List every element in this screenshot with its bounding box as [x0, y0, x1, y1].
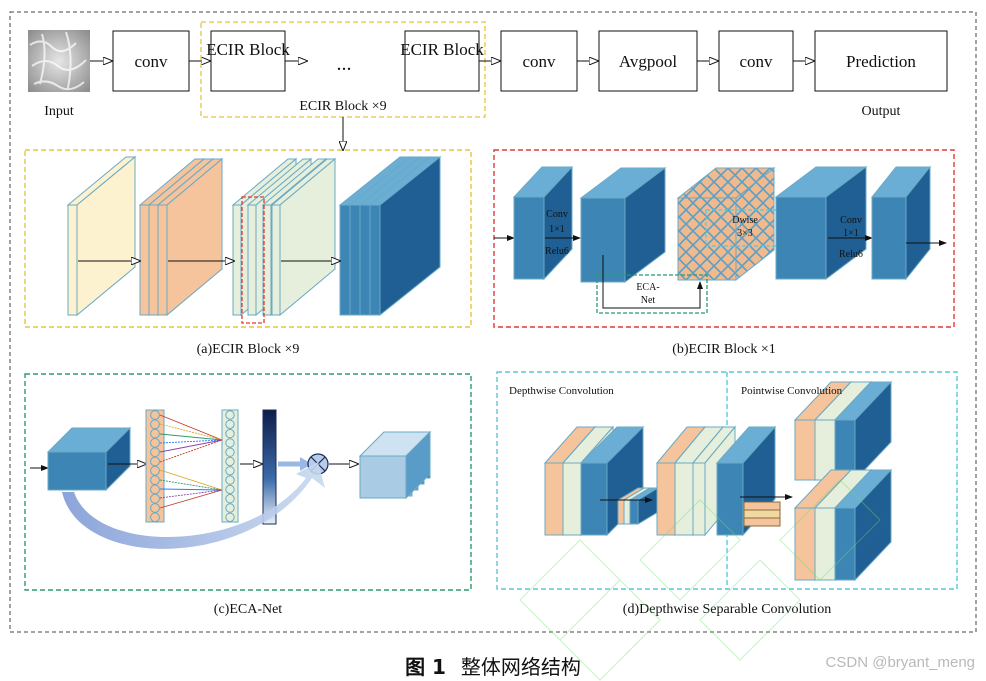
panel-c-diagram [30, 409, 432, 549]
input-label: Input [44, 104, 74, 119]
conv-block-2 [500, 30, 578, 92]
ecir-block-2-label: ECIR Block [400, 40, 484, 59]
figure-caption-number: 图 1 [405, 655, 446, 679]
avgpool-block-label: Avgpool [619, 52, 678, 71]
panel-b-dwise-output [774, 166, 868, 280]
ecir-block-1-label: ECIR Block [206, 40, 290, 59]
input-image [28, 30, 90, 92]
panel-c-connections [159, 414, 223, 509]
panel-b-conv1-label: Conv [546, 209, 568, 220]
panel-b-caption: (b)ECIR Block ×1 [672, 342, 776, 357]
panel-c-attention-bar [262, 409, 277, 525]
background-watermark-pattern [519, 479, 881, 681]
panel-b-expanded-tensor [579, 167, 667, 283]
conv-block-3-label: conv [739, 52, 773, 71]
panel-b-output-tensor [870, 165, 932, 281]
ecir-block-1 [210, 30, 286, 92]
conv-block-1 [112, 30, 190, 92]
panel-d-caption: (d)Depthwise Separable Convolution [623, 602, 831, 617]
panel-d-output-a-3 [833, 380, 893, 482]
panel-b-conv2-act: Relu6 [839, 249, 863, 260]
panel-a-salmon-layer-3 [156, 157, 224, 317]
prediction-block-label: Prediction [846, 52, 916, 71]
ecir-group-label: ECIR Block ×9 [299, 99, 386, 114]
panel-b-eca-label-1: ECA- [636, 282, 659, 293]
panel-d-right-title: Pointwise Convolution [741, 385, 843, 397]
output-label: Output [862, 104, 901, 119]
panel-b-eca-box [596, 274, 708, 314]
conv-block-1-label: conv [134, 52, 168, 71]
ellipsis: ... [337, 53, 352, 75]
panel-b-dwise-label: Dwise [732, 215, 758, 226]
panel-d-pointwise-kernels [743, 501, 781, 527]
panel-c-neuron-column-1 [145, 409, 165, 523]
panel-c-output-front [358, 430, 432, 500]
ecir-block-1-text: ECIR Block [206, 40, 290, 59]
prediction-block [814, 30, 948, 92]
panel-b-dwise-tensor [676, 166, 776, 282]
panel-a-blue-layer-4 [368, 155, 442, 317]
panel-a-highlight-box [241, 196, 265, 324]
panel-c-frame [24, 373, 472, 591]
panel-a-cream-layer [66, 155, 137, 317]
panel-c-input-tensor [46, 426, 132, 492]
panel-d-diagram [543, 380, 893, 582]
panel-b-conv1-act: Relu6 [545, 246, 569, 257]
panel-b-eca-path [602, 255, 703, 309]
figure-caption: 图 1 整体网络结构 [405, 655, 581, 679]
panel-b-conv2-kernel: 1×1 [843, 228, 859, 239]
ecir-block-2-text: ECIR Block [400, 40, 484, 59]
panel-a-caption: (a)ECIR Block ×9 [197, 342, 300, 357]
panel-a-green-layer-4 [270, 157, 337, 317]
outer-frame [9, 11, 977, 633]
figure-caption-text: 整体网络结构 [461, 655, 581, 679]
panel-a-diagram [66, 155, 442, 324]
panel-b-eca-label-2: Net [641, 295, 656, 306]
panel-d-input-layer-3 [579, 425, 645, 537]
panel-c-caption: (c)ECA-Net [214, 602, 283, 617]
watermark-text: CSDN @bryant_meng [826, 654, 975, 671]
panel-b-dwise-kernel: 3×3 [737, 228, 753, 239]
panel-b-conv1-kernel: 1×1 [549, 224, 565, 235]
ecir-block-2 [404, 30, 480, 92]
panel-d-output-b-3 [833, 468, 893, 582]
panel-d-left-title: Depthwise Convolution [509, 385, 614, 397]
conv-block-3 [718, 30, 794, 92]
panel-b-conv2-label: Conv [840, 215, 862, 226]
conv-block-2-label: conv [522, 52, 556, 71]
panel-c-neuron-column-2 [221, 409, 239, 523]
panel-b-input-tensor [512, 165, 574, 281]
